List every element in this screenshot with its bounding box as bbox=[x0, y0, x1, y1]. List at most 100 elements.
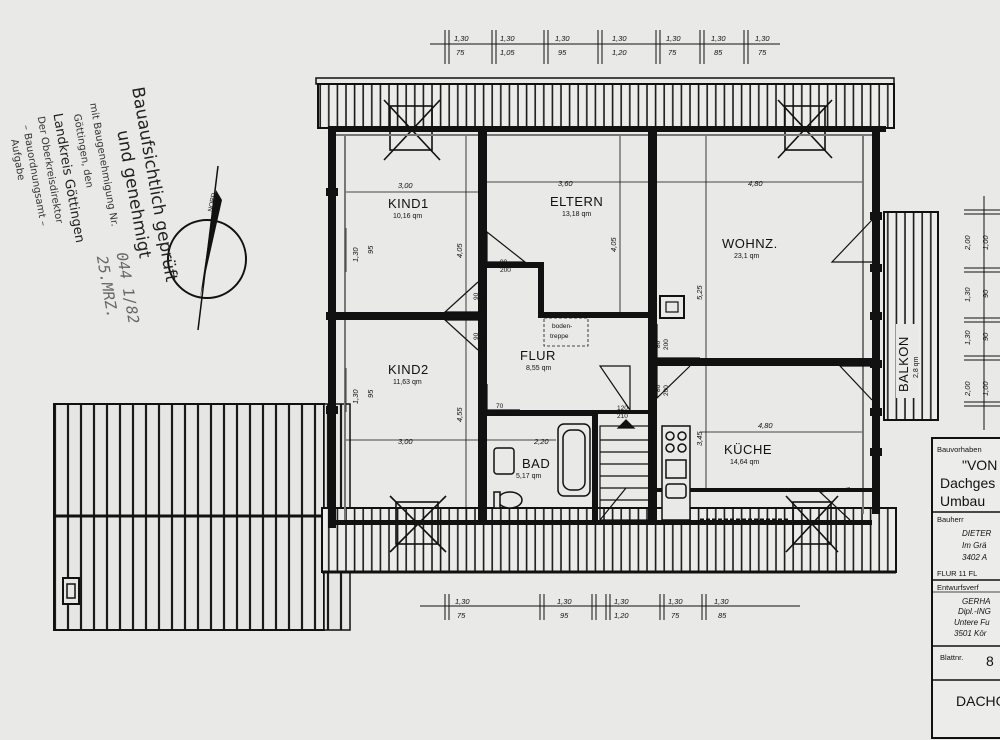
room-labels: KIND1 10,16 qm ELTERN 13,18 qm WOHNZ. 23… bbox=[388, 194, 920, 480]
room-balkon-name: BALKON bbox=[896, 336, 911, 392]
dim-right-3a: 1,30 bbox=[963, 330, 972, 345]
dim-top-7a: 1,30 bbox=[755, 34, 770, 43]
interior-walls bbox=[336, 126, 872, 520]
dim-bot-3b: 1,20 bbox=[614, 611, 629, 620]
dim-bot-5b: 85 bbox=[718, 611, 727, 620]
dim-bot-4a: 1,30 bbox=[668, 597, 683, 606]
dim-top-6b: 85 bbox=[714, 48, 723, 57]
room-eltern-name: ELTERN bbox=[550, 194, 603, 209]
dim-top-4b: 1,20 bbox=[612, 48, 627, 57]
north-arrow: NORD bbox=[167, 165, 247, 331]
tb-entwurf-3: Untere Fu bbox=[954, 618, 990, 627]
dimension-string-top bbox=[430, 30, 780, 64]
dim-top-2a: 1,30 bbox=[500, 34, 515, 43]
bodentreppe-label-1: boden- bbox=[552, 323, 572, 330]
dim-door-eltern-b: 200 bbox=[500, 267, 511, 274]
dim-texts-bottom: 1,30 75 1,30 95 1,30 1,20 1,30 75 1,30 8… bbox=[455, 597, 729, 620]
dim-bot-2b: 95 bbox=[560, 611, 569, 620]
tb-bauherr-1: DIETER bbox=[962, 529, 992, 538]
stamp-line3: mit Baugenehmigung Nr. bbox=[87, 102, 120, 227]
dim-door-kueche-b: 200 bbox=[663, 385, 670, 396]
dim-top-5a: 1,30 bbox=[666, 34, 681, 43]
dim-w-kind1: 3,00 bbox=[398, 181, 413, 190]
tb-entwurf-4: 3501 Kör bbox=[954, 629, 987, 638]
title-block: Bauvorhaben "VON Dachges Umbau Bauherr D… bbox=[931, 437, 1000, 739]
approval-stamp: Bauaufsichtlich geprüft und genehmigt mi… bbox=[8, 85, 181, 325]
dim-top-3b: 95 bbox=[558, 48, 567, 57]
room-kueche-area: 14,64 qm bbox=[730, 459, 759, 466]
tb-entwurf-1: GERHA bbox=[962, 597, 990, 606]
dim-texts-right: 2,00 1,00 1,30 90 1,30 90 2,00 1,00 bbox=[963, 235, 990, 397]
dim-w-kueche: 4,80 bbox=[758, 421, 773, 430]
dim-bot-1a: 1,30 bbox=[455, 597, 470, 606]
tb-project-2: Dachges bbox=[940, 475, 995, 491]
bathroom-fixtures bbox=[493, 423, 591, 509]
dim-top-1a: 1,30 bbox=[454, 34, 469, 43]
dim-right-4b: 1,00 bbox=[981, 381, 990, 396]
dim-top-1b: 75 bbox=[456, 48, 465, 57]
room-kueche-name: KÜCHE bbox=[724, 442, 772, 457]
tb-bauherr-label: Bauherr bbox=[937, 515, 964, 524]
dim-texts-top: 1,30 75 1,30 1,05 1,30 95 1,30 1,20 1,30… bbox=[454, 34, 770, 57]
room-kind2-area: 11,63 qm bbox=[393, 379, 422, 386]
tb-flur: FLUR 11 FL bbox=[937, 569, 977, 578]
room-bad-area: 5,17 qm bbox=[516, 473, 541, 480]
dim-door-kueche-a: 80 bbox=[655, 384, 662, 392]
tb-entwurf-label: Entwurfsverf bbox=[937, 583, 980, 592]
dim-h-wohnz: 5,25 bbox=[695, 285, 704, 300]
neighbour-roof bbox=[53, 403, 351, 631]
dim-door-k1-a: 90 bbox=[473, 292, 480, 300]
dim-top-7b: 75 bbox=[758, 48, 767, 57]
tb-entwurf-2: Dipl.-ING bbox=[958, 607, 991, 616]
room-wohnz-name: WOHNZ. bbox=[722, 236, 778, 251]
room-eltern-area: 13,18 qm bbox=[562, 211, 591, 218]
dim-bot-4b: 75 bbox=[671, 611, 680, 620]
dim-h-kind1: 4,05 bbox=[455, 243, 464, 258]
dim-bot-5a: 1,30 bbox=[714, 597, 729, 606]
dim-top-3a: 1,30 bbox=[555, 34, 570, 43]
dim-top-6a: 1,30 bbox=[711, 34, 726, 43]
staircase bbox=[599, 419, 653, 521]
dim-top-2b: 1,05 bbox=[500, 48, 515, 57]
dim-bot-3a: 1,30 bbox=[614, 597, 629, 606]
roof-eaves bbox=[315, 77, 897, 574]
dim-right-2b: 90 bbox=[981, 289, 990, 298]
dim-h-kueche: 3,45 bbox=[695, 431, 704, 446]
exterior-walls bbox=[326, 126, 886, 528]
tb-bauherr-2: Im Grä bbox=[962, 541, 987, 550]
dim-door-wohn-b: 200 bbox=[663, 339, 670, 350]
dimension-string-right bbox=[964, 196, 1000, 430]
dim-door-treppe-a: 120 bbox=[617, 405, 628, 412]
room-flur-area: 8,55 qm bbox=[526, 365, 551, 372]
dim-door-treppe-b: 210 bbox=[617, 413, 628, 420]
tb-bauherr-3: 3402 A bbox=[962, 553, 987, 562]
room-kind1-name: KIND1 bbox=[388, 196, 429, 211]
dim-w-wohnz: 4,80 bbox=[748, 179, 763, 188]
north-label: NORD bbox=[207, 192, 218, 212]
dim-h-kind2: 4,55 bbox=[455, 407, 464, 422]
balcony bbox=[883, 211, 939, 421]
dim-w-eltern: 3,60 bbox=[558, 179, 573, 188]
dim-door-k1-b: 200 bbox=[481, 295, 488, 306]
dim-win-k2-b: 95 bbox=[366, 389, 375, 398]
dim-win-k1-a: 1,30 bbox=[351, 247, 360, 262]
dim-bot-1b: 75 bbox=[457, 611, 466, 620]
tb-project-1: "VON bbox=[962, 457, 997, 473]
bodentreppe-label-2: treppe bbox=[550, 333, 569, 340]
dim-win-k2-a: 1,30 bbox=[351, 389, 360, 404]
dim-right-4a: 2,00 bbox=[963, 381, 972, 397]
dim-door-wohn-a: 80 bbox=[655, 340, 662, 348]
dim-door-k2-b: 200 bbox=[481, 335, 488, 346]
dim-right-3b: 90 bbox=[981, 332, 990, 341]
room-bad-name: BAD bbox=[522, 456, 550, 471]
dim-top-5b: 75 bbox=[668, 48, 677, 57]
dim-w-kind2: 3,00 bbox=[398, 437, 413, 446]
kitchen-fixtures bbox=[661, 425, 790, 522]
dim-h-eltern: 4,05 bbox=[609, 237, 618, 252]
dim-right-1a: 2,00 bbox=[963, 235, 972, 251]
tb-project-3: Umbau bbox=[940, 493, 985, 509]
dim-door-bad-b: 200 bbox=[496, 411, 507, 418]
room-kind1-area: 10,16 qm bbox=[393, 213, 422, 220]
tb-drawing-title: DACHG bbox=[956, 693, 1000, 709]
